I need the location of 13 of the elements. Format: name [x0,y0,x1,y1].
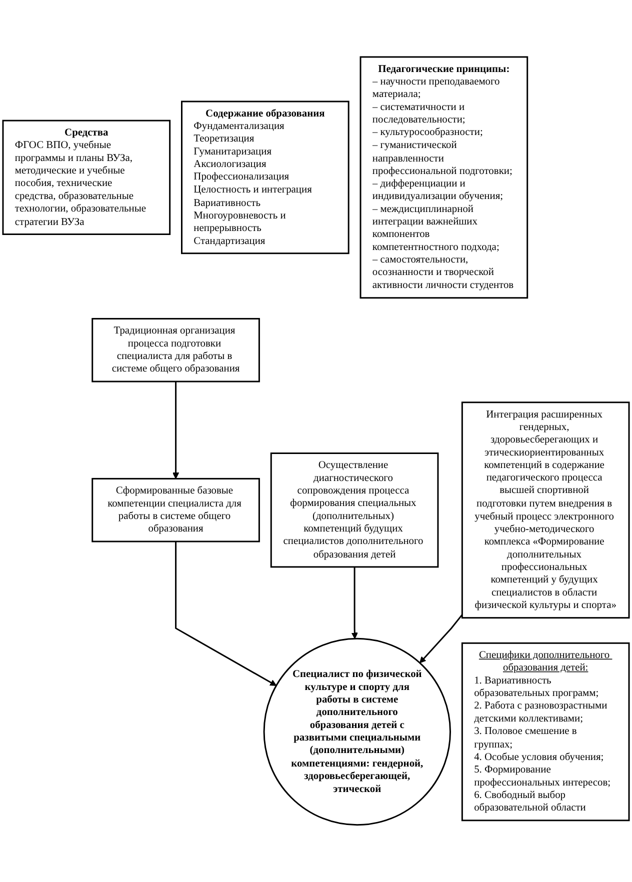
node-box: Содержание образования Фундаментализация Теоретизация Гуманитаризация Аксиологизация Профессионализация Целостность и интеграция Вариативность Многоуровневость и непрерывность Стандартизация [181,100,350,254]
node-box: Педагогические принципы: – научности преподаваемого материала; – систематичности и последовательности; – культуросообразности; – гуманистической направленности профессиональной подготовки; – дифференциации и индивидуализации обучения; – междисциплинарной интеграции важнейших компонентов компетентностного подхода; – самостоятельности, осознанности и творческой активности личности студентов [360,56,528,299]
node-circle: Специалист по физической культуре и спорту для работы в системе дополнительного образования детей с развитыми специальными (дополнительными) компетенциями: гендерной, здоровьесберегающей, этической [263,638,451,826]
arrow [172,382,180,480]
node-box: Традиционная организация процесса подготовки специалиста для работы в системе общего образования [92,318,260,382]
arrow [175,542,277,686]
arrow [420,614,463,664]
node-box: Интеграция расширенных гендерных, здоровьесберегающих и этическиориентированных компетенций в содержание педагогического процесса высшей спортивной подготовки путем внедрения в учебный процесс электронного учебно-методического комплекса «Формирование дополнительных профессиональных компетенций у будущих специалистов в области физической культуры и спорта» [461,402,630,619]
node-box: Средства ФГОС ВПО, учебные программы и планы ВУЗа, методические и учебные пособия, технические средства, образовательные технологии, образовательные стратегии ВУЗа [2,120,171,236]
arrow [351,567,358,640]
node-box: Специфики дополнительного образования детей: 1. Вариативность образовательных программ; 2. Работа с разновозрастными детскими коллективами; 3. Половое смешение в группах; 4. Особые условия обучения; 5. Формирование профессиональных интересов; 6. Свободный выбор образовательной области [461,642,630,822]
node-box: Сформированные базовые компетенции специалиста для работы в системе общего образования [92,478,260,542]
node-box: Осуществление диагностического сопровождения процесса формирования специальных (дополнительных) компетенций будущих специалистов дополнительного образования детей [270,452,439,568]
